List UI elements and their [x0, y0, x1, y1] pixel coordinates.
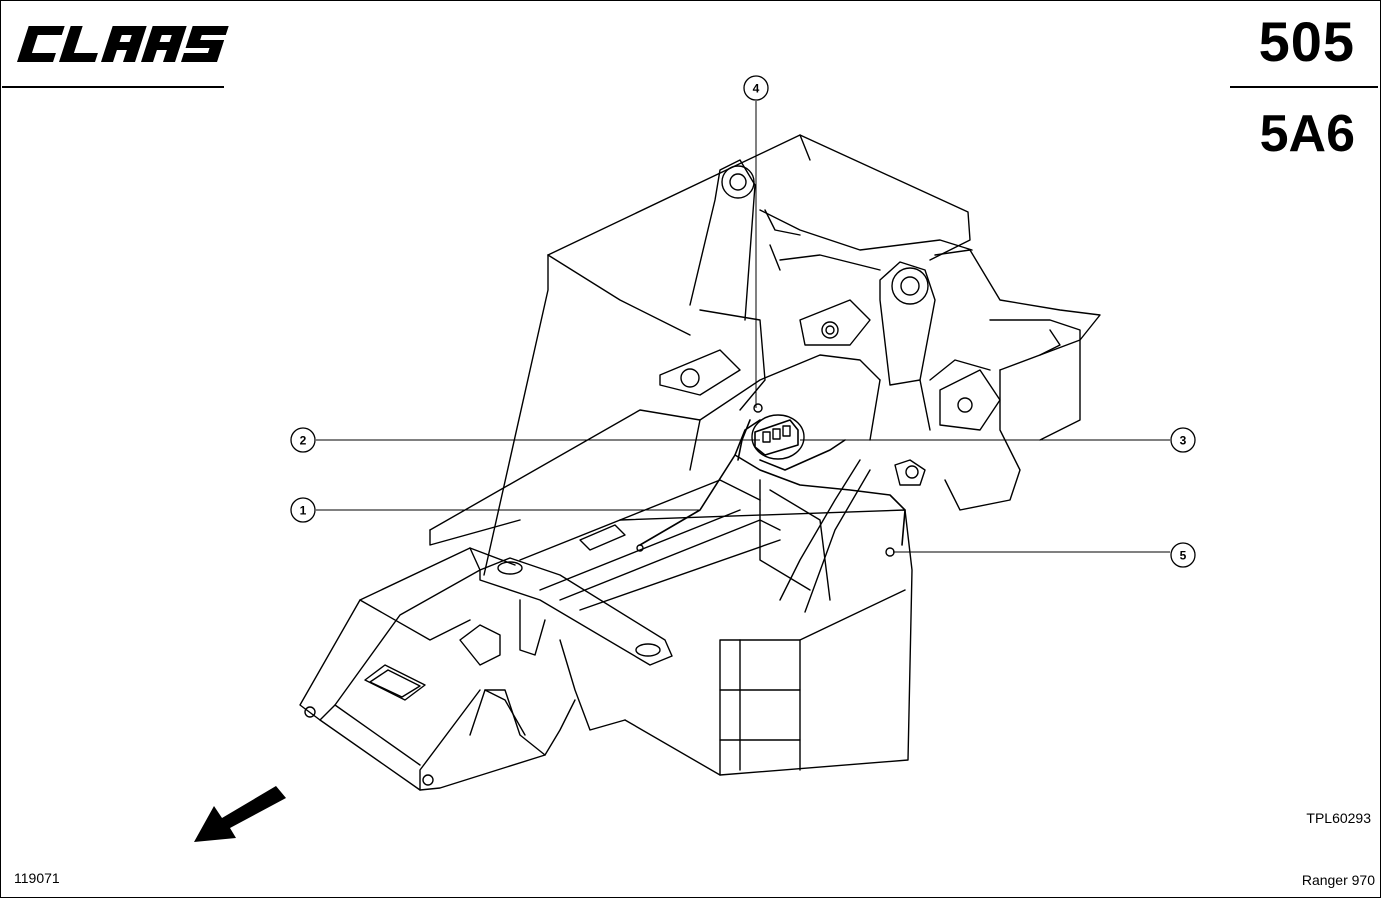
logo-underline	[2, 86, 224, 88]
front-tongue	[299, 547, 481, 721]
connector-block	[754, 419, 799, 456]
callout-label-3: 3	[1180, 434, 1187, 448]
rear-body	[619, 509, 913, 776]
cab-outline	[547, 134, 971, 261]
arrow-down-left-icon	[194, 786, 286, 842]
callout-circle-3	[1170, 427, 1196, 453]
callout-label-1: 1	[300, 504, 307, 518]
frame-rail-left	[429, 409, 701, 531]
callout-circle-4	[743, 75, 769, 101]
callout-circle-1	[290, 497, 316, 523]
drawing-code: TPL60293	[1306, 810, 1371, 826]
callout-label-5: 5	[1180, 549, 1187, 563]
claas-logo	[17, 26, 229, 62]
callout-circle-5	[1170, 542, 1196, 568]
pivot-tower-left	[689, 159, 756, 321]
center-channel	[699, 354, 881, 421]
front-cross-plate	[479, 557, 673, 666]
callout-label-2: 2	[300, 434, 307, 448]
section-code: 5A6	[1259, 105, 1355, 163]
page-number-rule	[1230, 86, 1378, 88]
page-number: 505	[1258, 10, 1355, 73]
document-number: 119071	[14, 870, 60, 886]
right-arm	[934, 249, 1101, 371]
callout-circle-2	[290, 427, 316, 453]
callout-label-4: 4	[753, 82, 760, 96]
pivot-tower-right	[879, 261, 936, 386]
model-name: Ranger 970	[1301, 872, 1375, 888]
